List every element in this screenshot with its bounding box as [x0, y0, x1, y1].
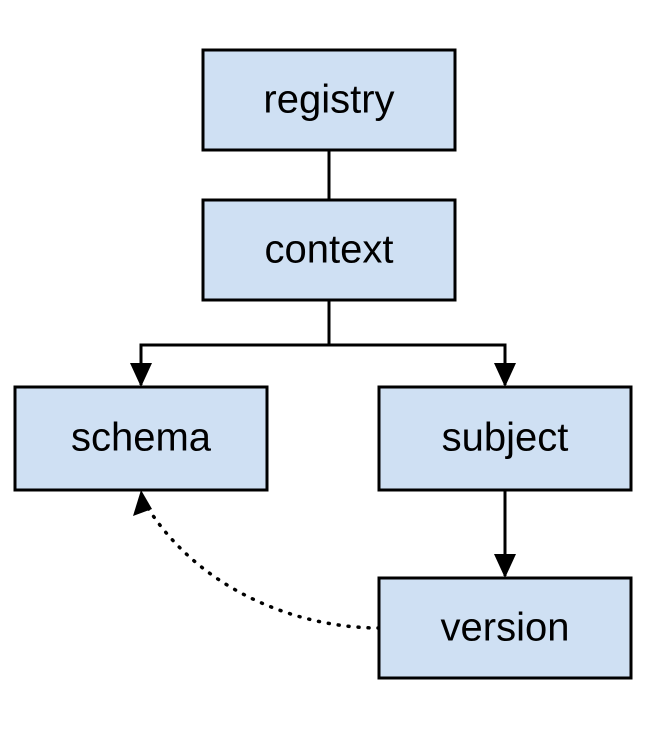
edge-context-to-subject-line: [329, 343, 507, 385]
edge-version-to-schema-arrowhead: [133, 490, 152, 516]
edge-version-to-schema-line: [144, 503, 381, 630]
node-version-label: version: [441, 606, 570, 650]
node-schema-box[interactable]: [13, 385, 269, 492]
edge-context-to-schema: [130, 300, 331, 387]
node-version-box[interactable]: [377, 576, 633, 680]
node-context-box[interactable]: [201, 198, 457, 302]
edge-context-to-schema-line: [139, 300, 331, 385]
node-context[interactable]: context: [201, 198, 457, 302]
node-registry[interactable]: registry: [201, 48, 457, 152]
edge-subject-to-version-arrowhead: [494, 554, 516, 578]
node-version[interactable]: version: [377, 576, 633, 680]
edge-context-to-subject-arrowhead: [494, 363, 516, 387]
node-registry-box[interactable]: [201, 48, 457, 152]
node-schema-label: schema: [71, 416, 212, 460]
edge-context-to-schema-arrowhead: [130, 363, 152, 387]
node-schema[interactable]: schema: [13, 385, 269, 492]
edge-context-to-subject: [329, 343, 516, 387]
edge-layer: [130, 150, 516, 630]
node-subject-box[interactable]: [377, 385, 633, 492]
node-subject[interactable]: subject: [377, 385, 633, 492]
node-layer: registry context schema subject version: [13, 48, 633, 680]
node-subject-label: subject: [442, 416, 569, 460]
edge-subject-to-version: [494, 490, 516, 578]
node-registry-label: registry: [263, 78, 394, 122]
edge-version-to-schema: [133, 490, 381, 630]
node-context-label: context: [265, 228, 394, 272]
